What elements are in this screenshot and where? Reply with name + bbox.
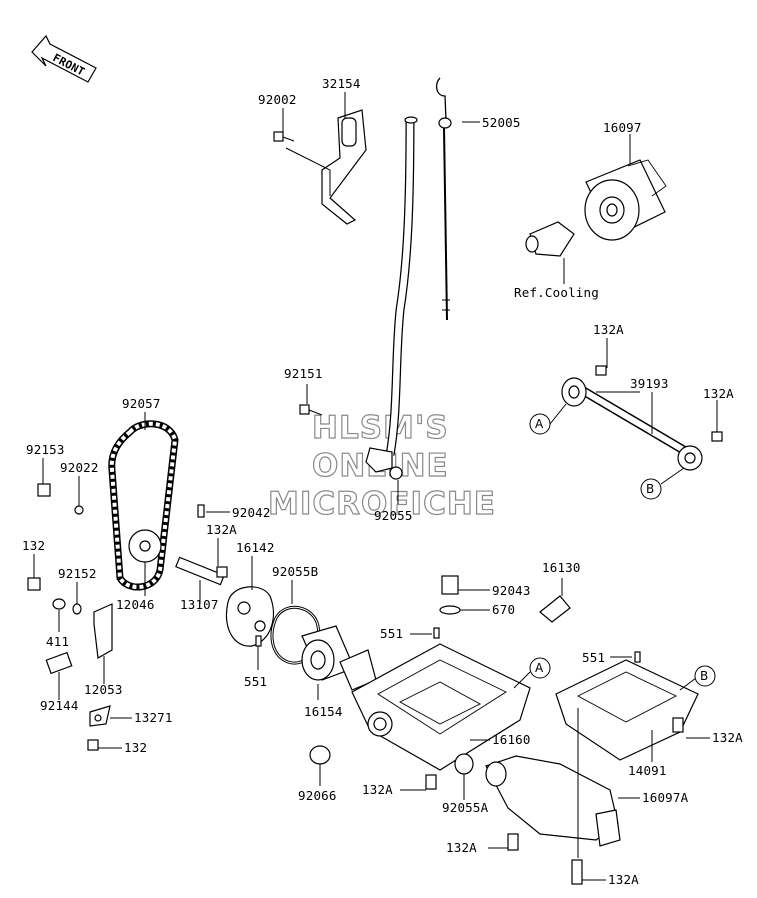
label-132A-4: 132A bbox=[362, 782, 393, 797]
label-132A-3: 132A bbox=[206, 522, 237, 537]
oring-92055A bbox=[454, 753, 474, 775]
label-39193: 39193 bbox=[630, 376, 669, 391]
label-13271: 13271 bbox=[134, 710, 173, 725]
pin-551-mid bbox=[433, 627, 440, 639]
svg-text:A: A bbox=[535, 417, 544, 431]
label-92151: 92151 bbox=[284, 366, 323, 381]
svg-text:B: B bbox=[700, 669, 708, 683]
label-551-mid: 551 bbox=[380, 626, 403, 641]
pin-92042 bbox=[197, 504, 205, 518]
label-16142: 16142 bbox=[236, 540, 275, 555]
label-132A-7: 132A bbox=[608, 872, 639, 887]
callout-B-top: B bbox=[640, 478, 662, 500]
label-132A-5: 132A bbox=[712, 730, 743, 745]
dipstick-52005 bbox=[435, 77, 452, 321]
guide-12053 bbox=[93, 603, 113, 659]
pump-body-16160 bbox=[351, 575, 571, 790]
washer-411 bbox=[52, 598, 66, 610]
collar-92043 bbox=[441, 575, 459, 595]
shaft-13107 bbox=[175, 556, 225, 586]
watermark-line-1: HLSM'S bbox=[312, 410, 449, 446]
leader-lines bbox=[33, 92, 718, 881]
callout-A-bottom: A bbox=[529, 657, 551, 679]
callout-B-bottom: B bbox=[694, 665, 716, 687]
relief-valve-16130 bbox=[539, 595, 571, 623]
bolt-92002-icon bbox=[273, 131, 295, 142]
front-arrow-icon: FRONT bbox=[31, 34, 97, 83]
label-92152: 92152 bbox=[58, 566, 97, 581]
label-92043: 92043 bbox=[492, 583, 531, 598]
label-132A-6: 132A bbox=[446, 840, 477, 855]
oil-pump-chain-92057 bbox=[108, 420, 179, 591]
small-parts-left bbox=[27, 483, 205, 751]
bolt-132-icon bbox=[27, 577, 41, 591]
ref-cooling-note: Ref.Cooling bbox=[514, 285, 599, 300]
part-labels: 32154 92002 52005 16097 Ref.Cooling 132A… bbox=[22, 76, 743, 887]
bolt-92153-icon bbox=[37, 483, 51, 497]
label-16154: 16154 bbox=[304, 704, 343, 719]
bolt-132A-4-icon bbox=[425, 774, 437, 790]
label-92002: 92002 bbox=[258, 92, 297, 107]
bolt-92151-icon bbox=[299, 404, 323, 416]
label-670: 670 bbox=[492, 602, 515, 617]
oring-92055 bbox=[389, 466, 403, 480]
label-551-right: 551 bbox=[582, 650, 605, 665]
washer-92022 bbox=[74, 505, 84, 515]
label-92057: 92057 bbox=[122, 396, 161, 411]
label-92055A: 92055A bbox=[442, 800, 489, 815]
bolt-132-bottom-icon bbox=[87, 739, 99, 751]
rotor-16154 bbox=[301, 625, 377, 765]
label-12046: 12046 bbox=[116, 597, 155, 612]
pipe-39193 bbox=[561, 365, 723, 471]
bracket-slot bbox=[341, 117, 357, 147]
label-132-left: 132 bbox=[22, 538, 45, 553]
bolt-132A-icon bbox=[216, 566, 228, 578]
bolt-132A-7-icon bbox=[571, 859, 583, 885]
label-16130: 16130 bbox=[542, 560, 581, 575]
pin-551-right bbox=[634, 651, 641, 663]
pin-551-left bbox=[255, 635, 262, 647]
label-32154: 32154 bbox=[322, 76, 361, 91]
label-92055B: 92055B bbox=[272, 564, 318, 579]
cover-14091 bbox=[555, 651, 699, 761]
label-16097: 16097 bbox=[603, 120, 642, 135]
label-92042: 92042 bbox=[232, 505, 271, 520]
tube-flange bbox=[365, 447, 393, 473]
watermark-line-3: MICROFICHE bbox=[268, 486, 496, 522]
bolt-132A-6-icon bbox=[507, 833, 519, 851]
label-52005: 52005 bbox=[482, 115, 521, 130]
spring-92144 bbox=[45, 651, 73, 675]
label-14091: 14091 bbox=[628, 763, 667, 778]
bolt-132A-5-icon bbox=[672, 717, 684, 733]
label-92022: 92022 bbox=[60, 460, 99, 475]
housing-16097A bbox=[485, 755, 621, 885]
svg-text:B: B bbox=[646, 482, 654, 496]
label-13107: 13107 bbox=[180, 597, 219, 612]
dipstick-tube-inner bbox=[386, 117, 414, 456]
cap-92066 bbox=[309, 745, 331, 765]
label-132A-1: 132A bbox=[593, 322, 624, 337]
oring-670 bbox=[439, 605, 461, 615]
label-92153: 92153 bbox=[26, 442, 65, 457]
label-92066: 92066 bbox=[298, 788, 337, 803]
oil-filter-16097 bbox=[525, 159, 667, 257]
callout-A-top: A bbox=[529, 413, 551, 435]
label-16160: 16160 bbox=[492, 732, 531, 747]
label-12053: 12053 bbox=[84, 682, 123, 697]
label-92055-top: 92055 bbox=[374, 508, 413, 523]
label-411: 411 bbox=[46, 634, 69, 649]
dipstick-tube-assembly bbox=[273, 109, 418, 480]
washer-92152 bbox=[72, 603, 82, 615]
label-132A-2: 132A bbox=[703, 386, 734, 401]
label-132-bottom: 132 bbox=[124, 740, 147, 755]
label-551-left: 551 bbox=[244, 674, 267, 689]
label-92144: 92144 bbox=[40, 698, 79, 713]
svg-text:A: A bbox=[535, 661, 544, 675]
label-16097A: 16097A bbox=[642, 790, 689, 805]
